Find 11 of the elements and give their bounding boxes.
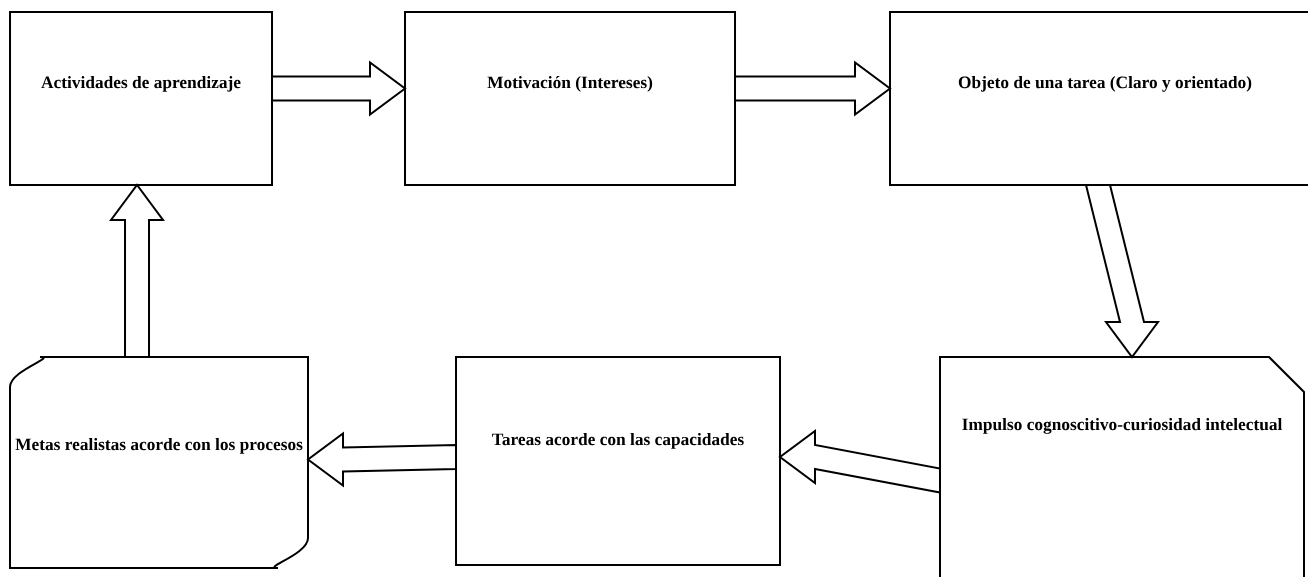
process-box: Objeto de una tarea (Claro y orientado) — [889, 11, 1308, 186]
process-box: Motivación (Intereses) — [404, 11, 736, 186]
process-box: Actividades de aprendizaje — [9, 11, 273, 186]
process-box: Impulso cognoscitivo-curiosidad intelectual — [939, 356, 1305, 577]
block-arrow — [734, 60, 892, 117]
block-arrow — [271, 60, 407, 117]
block-arrow — [778, 429, 941, 494]
process-box: Metas realistas acorde con los procesos — [9, 356, 309, 569]
block-arrow — [109, 183, 165, 358]
process-box: Tareas acorde con las capacidades — [455, 356, 781, 566]
block-arrow — [306, 431, 457, 488]
